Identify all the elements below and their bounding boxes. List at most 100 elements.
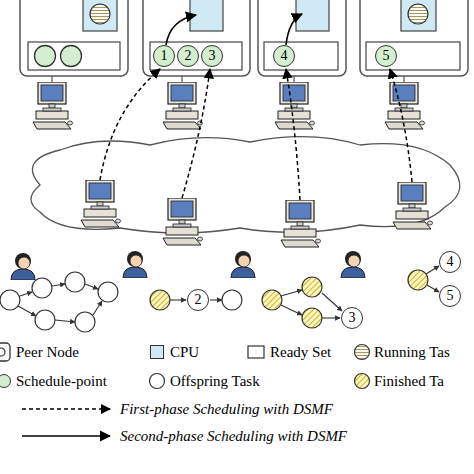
ready-set: [28, 42, 120, 70]
legend-text: Schedule-point: [16, 372, 107, 390]
task-circle: 1: [153, 45, 175, 67]
legend-text: Finished Ta: [374, 372, 444, 390]
finished-task: [302, 308, 322, 328]
computer: [275, 82, 315, 129]
first-phase-arrow: [286, 69, 300, 200]
task-circle: 5: [375, 45, 397, 67]
task-circle: 4: [273, 45, 295, 67]
legend-text: Second-phase Scheduling with DSMF: [120, 427, 347, 445]
legend-text: Peer Node: [16, 343, 79, 361]
schedule-point: [61, 46, 82, 67]
user-icon: [11, 253, 35, 280]
running-task: [90, 4, 428, 24]
finished-task: [150, 290, 170, 310]
task-number: 4: [447, 255, 454, 269]
offspring-task: [0, 272, 242, 332]
task-circle: 2: [177, 45, 199, 67]
first-phase-arrow: [100, 69, 412, 200]
node-link: [52, 76, 404, 82]
task-number: 3: [349, 311, 356, 325]
cpu-box: [296, 0, 329, 31]
task-link: [281, 290, 302, 296]
node-link: [181, 76, 182, 82]
finished-task: [302, 277, 322, 297]
user-icon: [341, 251, 365, 278]
offspring-task: [0, 290, 20, 310]
task-link: [281, 305, 302, 315]
second-phase-arrow: [286, 14, 302, 45]
task-link: [322, 317, 340, 318]
cpu-box: [83, 0, 436, 31]
finished-task: [150, 270, 428, 328]
node-link: [403, 76, 404, 82]
peer-node: [258, 0, 346, 76]
first-phase-arrow: [100, 69, 160, 180]
running-task: [408, 4, 428, 24]
task-link: [322, 293, 342, 311]
schedule-point: [35, 46, 82, 67]
legend-text: Offspring Task: [170, 372, 260, 390]
computer: [385, 82, 425, 129]
computer: [163, 82, 203, 129]
legend-symbol: [355, 374, 370, 389]
legend-text: CPU: [170, 343, 199, 361]
network-cloud: [31, 137, 460, 233]
cpu-box: [83, 0, 117, 31]
ready-set: [150, 42, 242, 70]
schedule-point: [35, 46, 56, 67]
task-circle: 5: [439, 285, 461, 307]
task-number: 4: [281, 49, 288, 63]
legend-swatch: [150, 345, 164, 359]
peer-node: [143, 0, 250, 76]
task-circle: 4: [439, 251, 461, 273]
finished-task: [408, 270, 428, 290]
legend-symbol: [22, 435, 110, 437]
offspring-task: [222, 290, 242, 310]
legend-text: Running Tas: [374, 343, 450, 361]
offspring-task: [32, 278, 52, 298]
task-link: [93, 301, 102, 315]
node-link: [293, 76, 294, 82]
legend-swatch: [0, 374, 11, 388]
second-phase-arrow: [166, 15, 196, 45]
task-link: [427, 285, 439, 292]
offspring-task: [65, 272, 85, 292]
first-phase-arrow: [182, 69, 210, 198]
user-icon: [231, 251, 255, 278]
offspring-task: [75, 312, 95, 332]
task-link: [426, 266, 439, 274]
ready-set: [264, 42, 338, 70]
legend-text: Ready Set: [270, 343, 331, 361]
task-link: [85, 284, 98, 289]
peer-node: [360, 0, 468, 76]
ready-set: [366, 42, 460, 70]
peer-node: [20, 0, 468, 76]
legend-text: First-phase Scheduling with DSMF: [120, 400, 333, 418]
computer: [281, 200, 321, 247]
task-number: 2: [185, 49, 192, 63]
task-link: [18, 306, 36, 316]
running-task: [90, 4, 110, 24]
task-circle: 3: [201, 45, 223, 67]
ready-set: [28, 42, 460, 70]
offspring-task: [35, 310, 55, 330]
node-link: [51, 76, 52, 82]
first-phase-arrow: [390, 69, 412, 182]
legend-symbol: [355, 345, 370, 360]
cpu-box: [401, 0, 436, 31]
legend-symbol: [22, 408, 110, 410]
task-number: 1: [161, 49, 168, 63]
computer: [81, 180, 433, 247]
second-phase-arrow: [166, 14, 302, 45]
user-icon: [11, 251, 365, 280]
task-number: 5: [447, 289, 454, 303]
task-link: [52, 284, 65, 286]
task-link: [55, 320, 75, 322]
legend-symbol: [0, 348, 5, 356]
legend-symbol: [0, 343, 370, 436]
computer: [163, 198, 203, 245]
computer: [81, 180, 121, 227]
task-number: 3: [209, 49, 216, 63]
legend-symbol: [150, 374, 165, 389]
